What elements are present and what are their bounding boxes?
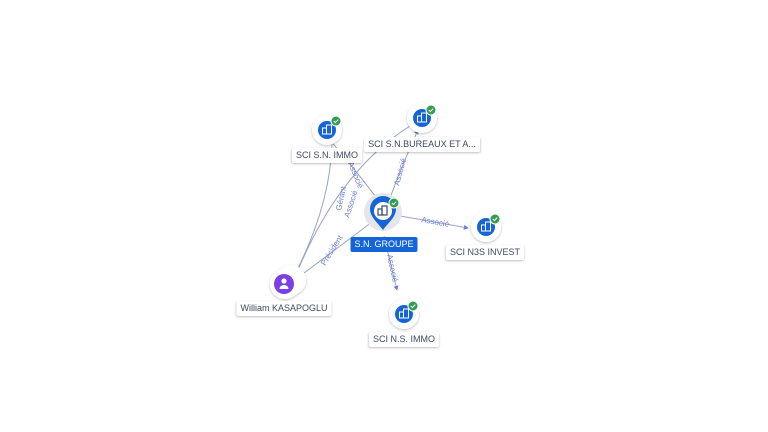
edge-label-president: Président — [319, 233, 345, 267]
edge-label-associe-sn-immo: Associé — [346, 160, 365, 190]
verified-check-icon — [489, 213, 501, 225]
company-building-icon — [377, 205, 388, 216]
company-building-icon — [417, 112, 427, 123]
edge-center-sci-n3s-invest — [399, 215, 469, 230]
node-center[interactable] — [364, 193, 402, 231]
node-label-sci-n3s-invest[interactable]: SCI N3S INVEST — [445, 245, 525, 260]
company-building-icon — [322, 124, 332, 135]
node-label-center[interactable]: S.N. GROUPE — [350, 237, 418, 252]
person-icon — [279, 278, 289, 289]
node-label-sci-sn-bureaux[interactable]: SCI S.N.BUREAUX ET A... — [364, 137, 480, 152]
node-label-sci-ns-immo[interactable]: SCI N.S. IMMO — [368, 332, 440, 347]
verified-check-icon — [425, 104, 437, 116]
company-building-icon — [399, 308, 409, 319]
verified-check-icon — [330, 115, 342, 127]
edge-label-associe-sn-bureaux: Associé — [392, 157, 408, 187]
edge-label-associe-ns-immo: Associé — [385, 254, 400, 284]
company-building-icon — [481, 221, 491, 232]
node-label-sci-sn-immo[interactable]: SCI S.N. IMMO — [291, 148, 363, 163]
verified-check-icon — [388, 197, 400, 209]
edge-center-sci-sn-bureaux — [389, 129, 419, 199]
verified-check-icon — [407, 300, 419, 312]
edge-label-associe-n3s-invest: Associé — [421, 215, 451, 229]
node-label-william-kasapoglu[interactable]: William KASAPOGLU — [236, 301, 332, 316]
edge-person-center — [299, 221, 373, 277]
